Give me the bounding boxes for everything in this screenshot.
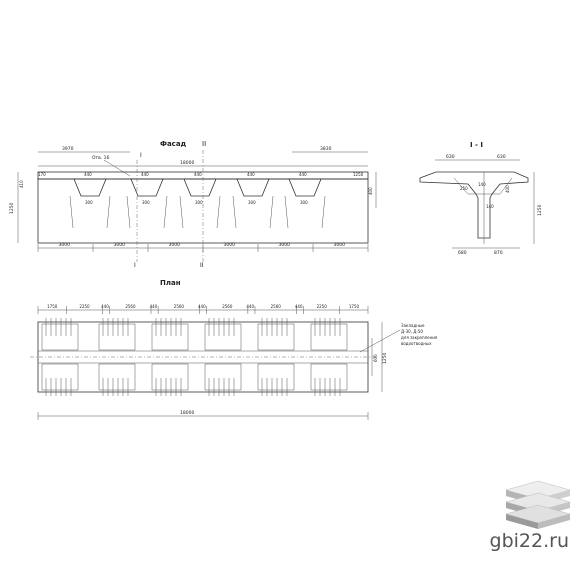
plan-top-dims: 1750 2250 440 2560 440 2560 440 2560 440 2560 440 2…: [37, 304, 369, 314]
plan-top-dim: 2560: [222, 304, 233, 309]
facade-top-dim: 440: [84, 172, 92, 177]
plan-top-dim: 440: [198, 304, 206, 309]
plan-top-dim: 1750: [349, 304, 360, 309]
plan-top-dim: 2250: [79, 304, 90, 309]
plan-cell: [204, 318, 242, 396]
facade-opening: 440 300: [126, 172, 168, 229]
section-bottom-left: 680: [458, 250, 467, 256]
plan-width: 1250: [382, 352, 388, 364]
plan-note-line-2: Д-30, Д-50: [401, 329, 423, 334]
plan-top-dim: 2560: [174, 304, 185, 309]
facade-inner-dim: 300: [85, 200, 93, 205]
plan-note-line-4: водоотводных: [401, 341, 432, 346]
facade-top-dim: 440: [194, 172, 202, 177]
brand-text: gbi22.ru: [489, 530, 569, 552]
facade-height: 1250: [9, 202, 15, 214]
facade-end-dim-right: 1250: [353, 172, 364, 177]
plan-note-line-1: Закладные: [401, 323, 425, 328]
section-bottom-right: 870: [494, 250, 503, 256]
plan-top-dim: 440: [246, 304, 254, 309]
plan-top-dim: 2560: [125, 304, 136, 309]
plan-title: План: [160, 279, 181, 287]
facade-bottom-dim: 3000: [334, 242, 346, 248]
facade-left-offset: 3970: [62, 146, 74, 152]
facade-callout: Отв. 16: [92, 155, 110, 161]
facade-opening: 440 300: [232, 172, 274, 229]
facade-overall-length: 18000: [180, 160, 194, 166]
plan-view: План 1750 2250 440 2560 440 2560 440 2560 440 256…: [30, 279, 438, 420]
section-mark-top: I: [140, 152, 142, 159]
facade-top-dim: 440: [247, 172, 255, 177]
plan-overall-length: 18000: [180, 410, 194, 416]
plan-cell: [41, 318, 79, 396]
section-left-dim: 400: [505, 185, 510, 193]
section-inner-low: 140: [486, 204, 494, 209]
plan-cell: [151, 318, 189, 396]
section-top-left: 630: [446, 154, 455, 160]
facade-inner-dim: 300: [142, 200, 150, 205]
section-inner-mid: 140: [478, 182, 486, 187]
plan-top-dim: 440: [295, 304, 303, 309]
plan-top-dim: 2560: [271, 304, 282, 309]
plan-inner-width: 600: [373, 354, 378, 362]
facade-opening: 440 300: [284, 172, 326, 229]
plan-top-dim: 440: [150, 304, 158, 309]
facade-inner-dim: 300: [248, 200, 256, 205]
facade-right-height: 400: [368, 187, 373, 195]
facade-inner-dim: 300: [300, 200, 308, 205]
facade-right-offset: 3830: [320, 146, 332, 152]
facade-top-dim: 440: [299, 172, 307, 177]
section-mark-top-2: II: [202, 140, 206, 148]
facade-left-height: 410: [19, 180, 24, 188]
facade-bottom-dim: 3000: [224, 242, 236, 248]
facade-bottom-dim: 3000: [169, 242, 181, 248]
facade-bottom-dim: 3000: [114, 242, 126, 248]
section-title: I - I: [470, 141, 483, 149]
section-top-right: 630: [497, 154, 506, 160]
facade-end-width: 170: [38, 172, 46, 177]
plan-top-dim: 440: [101, 304, 109, 309]
plan-top-dim: 2250: [317, 304, 328, 309]
facade-view: Фасад II I 3970 3830 18000 Отв. 16 440 30…: [9, 140, 377, 269]
section-view: I - I 630 630 250 140 140 400 1250 680 8…: [419, 141, 543, 256]
plan-note-line-3: для закрепления: [401, 335, 438, 340]
facade-opening: 440 300: [179, 172, 221, 229]
plan-cells: [41, 318, 348, 396]
section-mark-bottom-2: II: [200, 262, 204, 269]
facade-openings: 440 300 440 300 440 300 440 300 440 300: [69, 172, 326, 229]
facade-opening: 440 300: [69, 172, 111, 229]
section-inner-left: 250: [460, 186, 468, 191]
facade-title: Фасад: [160, 140, 187, 148]
facade-top-dim: 440: [141, 172, 149, 177]
section-mark-bottom: I: [134, 262, 136, 269]
plan-top-dim: 1750: [47, 304, 58, 309]
facade-bottom-dim: 3000: [59, 242, 71, 248]
logo-icon: [505, 480, 571, 529]
facade-bottom-dim: 3000: [279, 242, 291, 248]
facade-inner-dim: 300: [195, 200, 203, 205]
plan-cell: [257, 318, 295, 396]
section-right-dim: 1250: [537, 204, 543, 216]
plan-cell: [98, 318, 136, 396]
plan-cell: [310, 318, 348, 396]
